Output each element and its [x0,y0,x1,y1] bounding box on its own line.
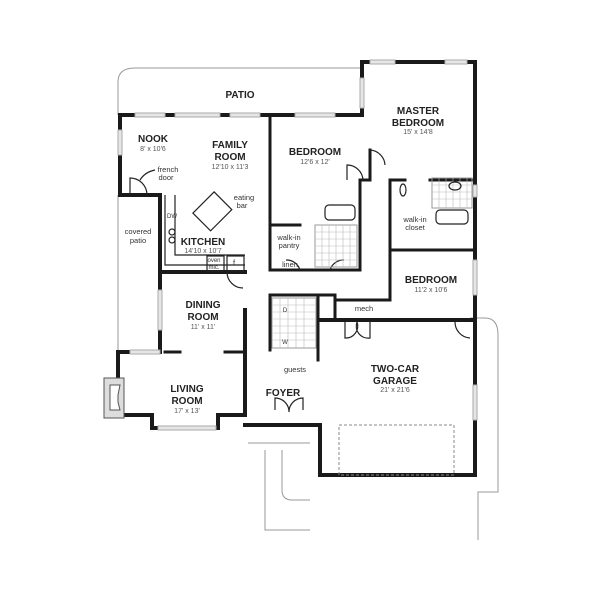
dining-room-label-line1: DINING [186,300,221,311]
family-room-label-line2: ROOM [214,152,245,163]
covered-patio-note-line2: patio [130,236,146,245]
windows [117,59,478,431]
bedroom2-label: BEDROOM [289,147,341,158]
front-walk-outline [248,442,310,531]
garage-dimensions: 21' x 21'6 [380,387,410,394]
family-room-label-line1: FAMILY [212,140,248,151]
interior-walls [163,113,477,362]
living-room-label-line2: ROOM [171,396,202,407]
family-room-dimensions: 12'10 x 11'3 [212,164,249,171]
walkin-pantry-note-line2: pantry [279,241,300,250]
fridge-note: f [233,258,236,267]
master-bedroom-label-line2: BEDROOM [392,118,444,129]
eating-bar-note-line2: bar [237,201,248,210]
bathroom-tiles [271,177,473,349]
kitchen-counters [164,191,245,272]
kitchen-dimensions: 14'10 x 10'7 [184,248,221,255]
washer-note: W [282,340,288,346]
living-room-label-line1: LIVING [170,384,204,395]
living-room-dimensions: 17' x 13' [174,408,200,415]
nook-dimensions: 8' x 10'6 [140,146,166,153]
garage-label-line2: GARAGE [373,376,417,387]
fireplace [103,377,125,419]
mech-note: mech [355,304,373,313]
garage-door [338,424,455,476]
french-door-note-line1: french [158,165,179,174]
oven-mic-note-line2: mic. [209,265,220,271]
master-bedroom-dimensions: 15' x 14'8 [403,129,433,136]
walkin-closet-note-line1: walk-in [402,215,426,224]
french-door-leader [139,169,156,181]
bedroom2-dimensions: 12'6 x 12' [300,159,330,166]
linen-note: linen [282,260,298,269]
patio-outline [117,67,362,115]
walkin-closet-note-line2: closet [405,223,426,232]
garage-label-line1: TWO-CAR [371,364,420,375]
bedroom3-dimensions: 11'2 x 10'6 [415,287,448,294]
covered-patio-note-line1: covered [125,227,152,236]
dishwasher-note: DW [167,214,177,220]
dining-room-dimensions: 11' x 11' [191,324,216,331]
guests-note: guests [284,365,306,374]
kitchen-label: KITCHEN [181,237,225,248]
walkin-pantry-note-line1: walk-in [276,233,300,242]
dryer-note: D [283,308,288,314]
eating-bar-note-line1: eating [234,193,254,202]
dining-room-label-line2: ROOM [187,312,218,323]
patio-label: PATIO [225,90,254,101]
garage-apron-outline [470,317,499,540]
french-door-note-line2: door [158,173,174,182]
nook-label: NOOK [138,134,169,145]
bedroom3-label: BEDROOM [405,275,457,286]
foyer-label: FOYER [266,388,301,399]
master-bedroom-label-line1: MASTER [397,106,440,117]
oven-mic-note-line1: oven [207,258,220,264]
